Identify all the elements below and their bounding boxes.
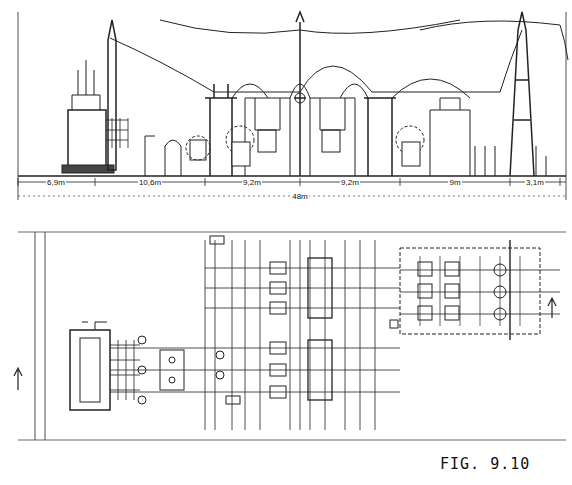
plan-view-stroke xyxy=(70,330,110,410)
plan-view-stroke xyxy=(35,232,45,440)
plan-view-stroke xyxy=(548,298,556,318)
plan-view-stroke xyxy=(509,240,510,340)
plan-view-stroke xyxy=(418,284,432,298)
elevation-view-stroke xyxy=(294,12,306,176)
dimension-label: 48m xyxy=(291,193,309,201)
plan-view-stroke xyxy=(400,248,540,334)
plan-view-stroke xyxy=(308,258,332,318)
elevation-view-stroke xyxy=(18,175,566,177)
dimension-label: 6,9m xyxy=(46,179,66,187)
plan-view-stroke xyxy=(110,268,400,392)
plan-view-stroke xyxy=(216,351,224,359)
elevation-view-stroke xyxy=(295,93,305,103)
elevation-view-stroke xyxy=(110,20,568,92)
plan-view-stroke xyxy=(445,284,459,298)
elevation-view-stroke xyxy=(402,142,420,166)
plan-view-stroke xyxy=(445,306,459,320)
elevation-view-stroke xyxy=(18,178,566,186)
plan-view-stroke xyxy=(270,342,286,354)
elevation-view-stroke xyxy=(536,146,546,176)
elevation-view-stroke xyxy=(232,79,470,98)
plan-view-stroke xyxy=(18,232,566,440)
plan-view-stroke xyxy=(270,262,286,274)
plan-view-stroke xyxy=(400,270,560,314)
plan-view-stroke xyxy=(210,236,224,244)
elevation-view-stroke xyxy=(18,12,566,200)
elevation-view-stroke xyxy=(245,98,355,176)
elevation-view xyxy=(18,12,568,200)
dimension-label: 9m xyxy=(448,179,461,187)
dimension-label: 9,2m xyxy=(340,179,360,187)
dimension-label: 9,2m xyxy=(242,179,262,187)
plan-view-stroke xyxy=(418,306,432,320)
plan-view-stroke xyxy=(420,256,520,326)
plan-view-stroke xyxy=(418,262,432,276)
plan-view-stroke xyxy=(82,322,107,330)
elevation-view-stroke xyxy=(430,98,495,176)
plan-view-stroke xyxy=(270,302,286,314)
plan-view-stroke xyxy=(494,264,506,276)
dimension-label: 3,1m xyxy=(525,179,545,187)
plan-view-stroke xyxy=(270,282,286,294)
plan-view-stroke xyxy=(308,340,332,400)
elevation-view-stroke xyxy=(510,12,534,176)
plan-view-stroke xyxy=(14,368,22,390)
plan-view-stroke xyxy=(226,396,240,404)
plan-view-stroke xyxy=(390,320,398,328)
plan-view-stroke xyxy=(216,371,224,379)
elevation-view-stroke xyxy=(145,136,181,176)
plan-view-stroke xyxy=(169,377,175,383)
plan-view-stroke xyxy=(494,308,506,320)
elevation-view-stroke xyxy=(186,136,210,160)
plan-view-stroke xyxy=(494,286,506,298)
elevation-view-stroke xyxy=(322,130,340,152)
elevation-view-stroke xyxy=(62,165,114,173)
plan-view-stroke xyxy=(445,262,459,276)
plan-view-stroke xyxy=(138,396,146,404)
plan-view-stroke xyxy=(80,338,100,402)
plan-view-stroke xyxy=(138,336,146,344)
elevation-view-stroke xyxy=(106,118,128,148)
elevation-view-stroke xyxy=(68,110,106,170)
dimension-label: 10,6m xyxy=(138,179,162,187)
plan-view-stroke xyxy=(270,364,286,376)
figure-caption: FIG. 9.10 xyxy=(440,457,530,472)
elevation-view-stroke xyxy=(190,140,206,160)
plan-view-stroke xyxy=(205,240,375,430)
elevation-view-stroke xyxy=(255,98,345,130)
plan-view-stroke xyxy=(270,386,286,398)
plan-view-stroke xyxy=(169,357,175,363)
elevation-view-stroke xyxy=(232,142,250,166)
elevation-view-stroke xyxy=(72,60,100,110)
elevation-view-stroke xyxy=(258,130,276,152)
elevation-view-stroke xyxy=(364,98,396,176)
plan-view xyxy=(14,232,566,440)
